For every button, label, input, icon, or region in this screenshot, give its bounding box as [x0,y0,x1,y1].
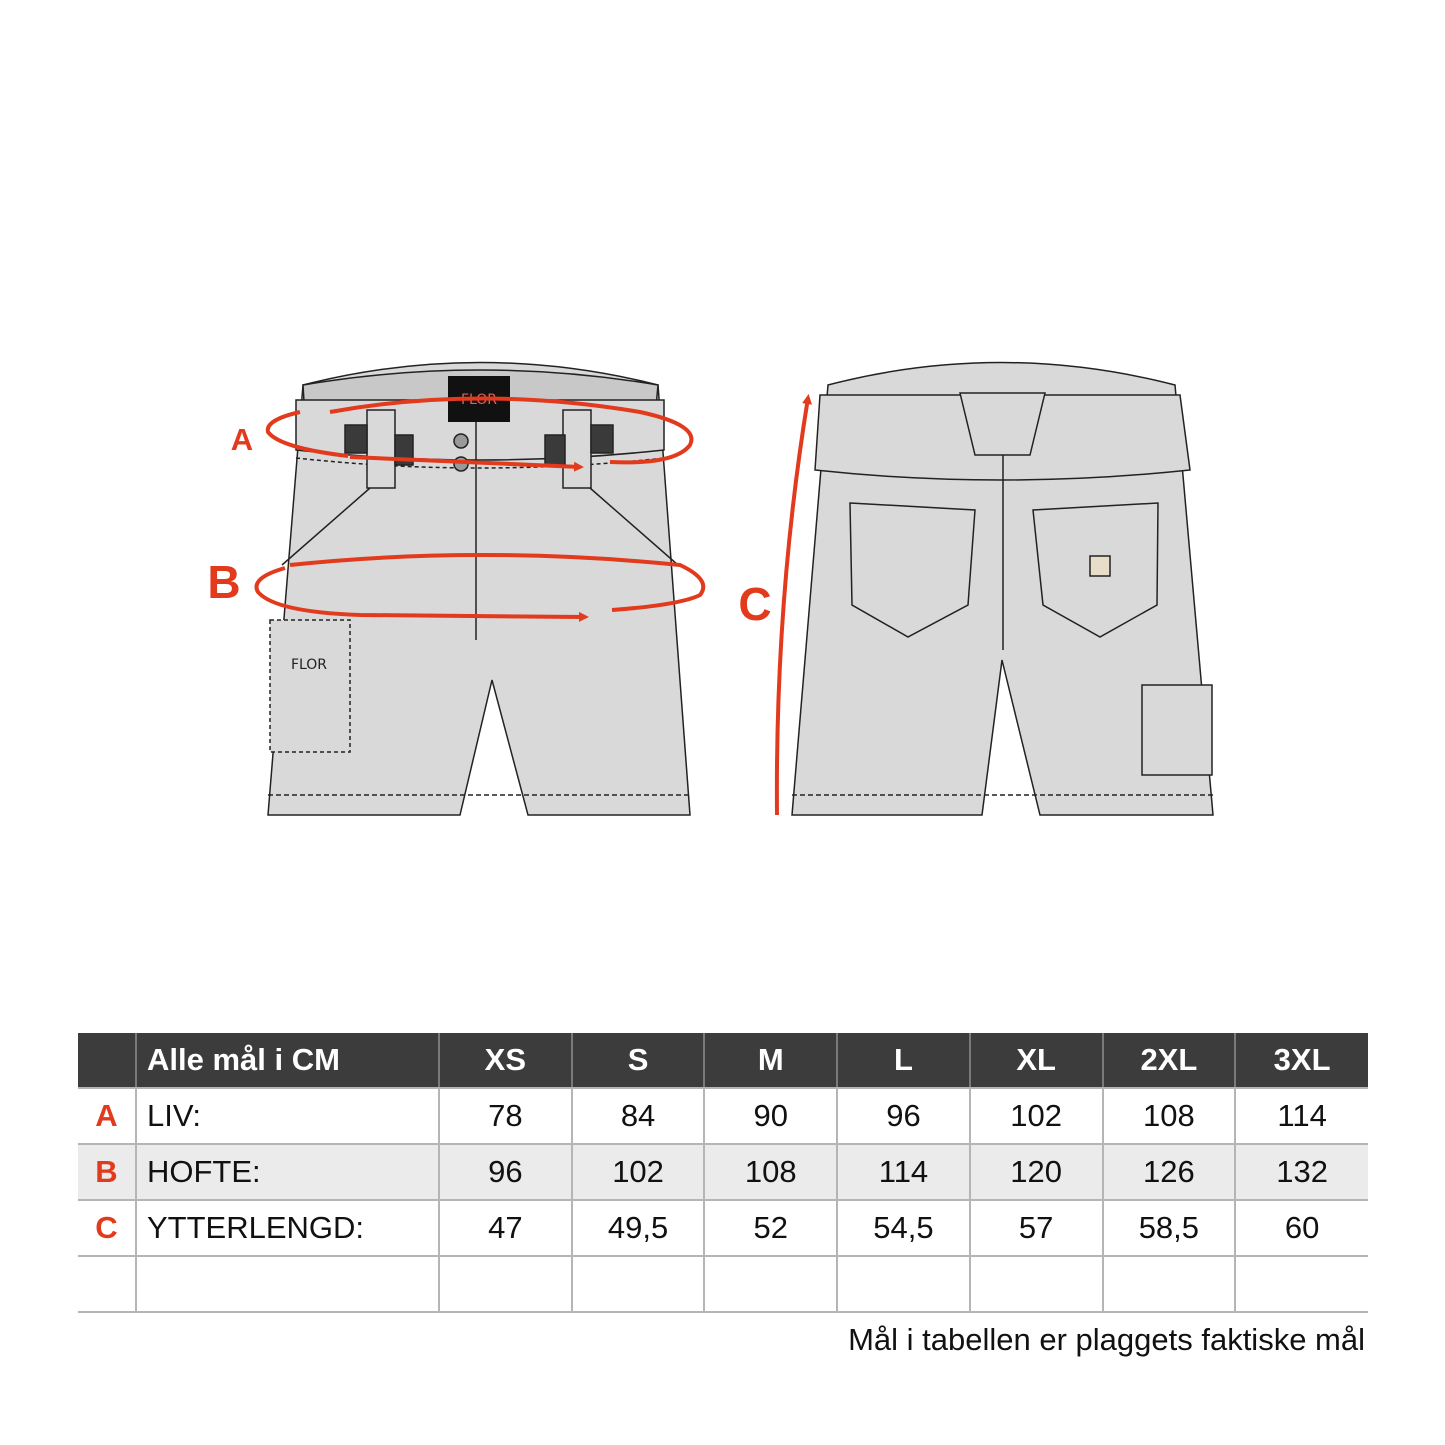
cell-value: 114 [836,1144,970,1201]
footnote: Mål i tabellen er plaggets faktiske mål [848,1322,1365,1357]
row-letter: C [78,1200,136,1257]
cell-value: 108 [1101,1088,1236,1145]
label-b: B [207,556,240,608]
row-label: LIV: [135,1088,439,1145]
cell-value: 102 [570,1144,705,1201]
cell-value [703,1256,838,1313]
cell-value [438,1256,572,1313]
cell-value: 58,5 [1101,1200,1236,1257]
back-view [791,361,1214,816]
pocket-logo: FLOR [291,657,327,673]
row-letter: B [78,1144,136,1201]
size-l: L [836,1033,970,1089]
cell-value: 57 [968,1200,1103,1257]
row-label: HOFTE: [135,1144,439,1201]
row-label [135,1256,439,1313]
row-letter [78,1256,136,1313]
size-3xl: 3XL [1234,1033,1368,1089]
row-letter: A [78,1088,136,1145]
header-label: Alle mål i CM [135,1033,439,1089]
measure-a [265,396,694,472]
cell-value: 52 [703,1200,838,1257]
size-xl: XL [968,1033,1103,1089]
size-2xl: 2XL [1101,1033,1236,1089]
cell-value: 102 [968,1088,1103,1145]
cell-value [1234,1256,1368,1313]
cell-value [570,1256,705,1313]
cell-value [1101,1256,1236,1313]
measure-c [774,394,812,816]
cell-value: 47 [438,1200,572,1257]
cell-value: 126 [1101,1144,1236,1201]
cell-value: 90 [703,1088,838,1145]
cell-value: 96 [836,1088,970,1145]
cell-value: 114 [1234,1088,1368,1145]
size-xs: XS [438,1033,572,1089]
label-a: A [231,422,253,457]
table-row [78,1256,1368,1313]
cell-value: 60 [1234,1200,1368,1257]
label-c: C [738,578,771,630]
measure-b [254,553,706,622]
table-header: Alle mål i CM XS S M L XL 2XL 3XL [78,1033,1368,1089]
cell-value: 120 [968,1144,1103,1201]
cell-value [968,1256,1103,1313]
size-s: S [570,1033,705,1089]
cell-value: 132 [1234,1144,1368,1201]
cell-value [836,1256,970,1313]
cell-value: 108 [703,1144,838,1201]
front-view [267,361,691,816]
cell-value: 54,5 [836,1200,970,1257]
shorts-diagram: FLOR FLOR A B C [207,361,1214,816]
cell-value: 84 [570,1088,705,1145]
row-label: YTTERLENGD: [135,1200,439,1257]
cell-value: 49,5 [570,1200,705,1257]
size-m: M [703,1033,838,1089]
cell-value: 96 [438,1144,572,1201]
cell-value: 78 [438,1088,572,1145]
